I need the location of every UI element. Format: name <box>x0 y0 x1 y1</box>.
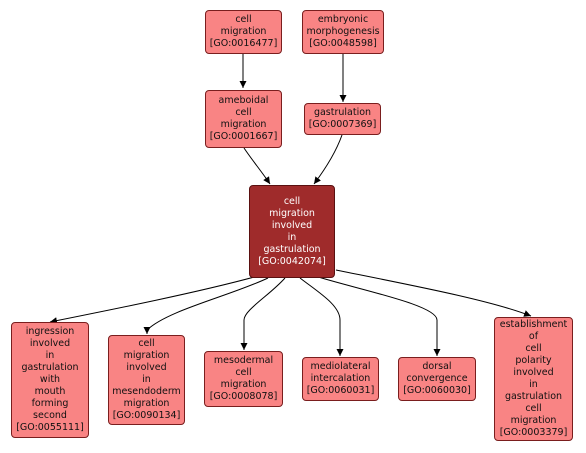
edge-focus-to-mesodermal <box>240 277 286 350</box>
node-label-line: [GO:0016477] <box>209 38 278 49</box>
node-label-line: cell <box>235 14 252 25</box>
node-label-line: involved <box>126 362 167 373</box>
node-label-line: migration <box>220 379 267 390</box>
node-label-line: [GO:0090134] <box>112 410 181 421</box>
node-label-line: intercalation <box>310 373 371 384</box>
node-label-line: ingression <box>25 326 75 337</box>
node-label-line: ameboidal <box>218 95 269 106</box>
node-label-line: of <box>528 331 539 342</box>
node-label-line: forming <box>31 398 69 409</box>
node-label-line: [GO:0007369] <box>308 119 377 130</box>
node-label-line: second <box>33 410 67 421</box>
node-label-line: migration <box>510 415 557 426</box>
node-label-line: mediolateral <box>310 361 371 372</box>
node-label-line: mesendoderm <box>112 386 181 397</box>
edge-focus-to-mediolateral <box>299 277 344 356</box>
node-label-line: gastrulation <box>21 362 79 373</box>
node-label-line: [GO:0042074] <box>258 255 326 267</box>
node-label-line: [GO:0055111] <box>16 422 84 433</box>
node-label-line: cell <box>525 403 542 414</box>
node-label-line: cell <box>283 195 301 207</box>
node-label-line: in <box>45 350 55 361</box>
node-label-line: polarity <box>515 355 552 366</box>
node-label-line: gastrulation <box>313 107 372 118</box>
node-label-line: in <box>529 379 538 390</box>
node-label-line: [GO:0048598] <box>309 38 377 49</box>
node-gastrulation[interactable]: gastrulation[GO:0007369] <box>304 103 381 135</box>
node-label-line: involved <box>271 219 313 231</box>
node-label-line: mouth <box>34 386 66 397</box>
edge-focus-to-mesendoderm <box>143 277 269 334</box>
node-label-line: convergence <box>406 373 468 384</box>
edge-gastrulation-to-focus <box>313 134 343 185</box>
node-label-line: [GO:0001667] <box>209 131 278 142</box>
node-label-line: in <box>287 231 297 243</box>
node-label-line: cell <box>525 343 542 354</box>
node-label-line: involved <box>29 338 71 349</box>
node-label-line: migration <box>269 207 315 219</box>
node-label-line: involved <box>513 367 554 378</box>
node-label-line: establishment <box>499 319 568 330</box>
node-label-line: gastrulation <box>263 243 321 255</box>
node-label-line: migration <box>220 119 267 130</box>
node-label-line: [GO:0060031] <box>306 385 375 396</box>
node-label-line: [GO:0003379] <box>499 427 568 438</box>
node-label-line: cell <box>235 367 252 378</box>
node-label-line: gastrulation <box>504 391 563 402</box>
node-label-line: dorsal <box>422 361 452 372</box>
node-label-line: cell <box>138 338 155 349</box>
node-label-line: cell <box>235 107 252 118</box>
node-label-line: migration <box>123 398 170 409</box>
node-label-line: migration <box>220 26 267 37</box>
edge-ameboidal-to-focus <box>243 147 271 185</box>
node-label-line: morphogenesis <box>306 26 380 37</box>
node-label-line: [GO:0060030] <box>403 385 471 396</box>
node-label-line: mesodermal <box>213 355 274 366</box>
node-label-line: in <box>142 374 151 385</box>
edge-focus-to-polarity <box>335 269 532 317</box>
edge-focus-to-ingression <box>49 275 259 325</box>
node-label-line: [GO:0008078] <box>209 391 278 402</box>
node-label-line: migration <box>123 350 170 361</box>
graph-edges <box>49 54 532 356</box>
node-label-line: with <box>39 374 61 385</box>
node-label-line: embryonic <box>317 14 369 25</box>
edge-focus-to-dorsal <box>314 275 441 356</box>
